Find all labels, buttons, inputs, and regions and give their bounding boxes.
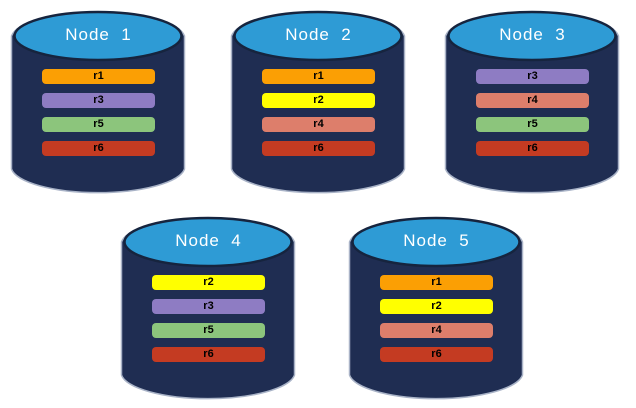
replica-label: r1 <box>93 70 104 82</box>
replica-label: r4 <box>313 118 324 130</box>
replica-list: r2 r3 r5 r6 <box>152 275 265 371</box>
replica-label: r1 <box>431 276 442 288</box>
cylinder-top <box>447 10 617 62</box>
replica-bar: r2 <box>380 299 493 314</box>
replica-bar: r4 <box>476 93 589 108</box>
replica-list: r3 r4 r5 r6 <box>476 69 589 165</box>
replica-bar: r5 <box>152 323 265 338</box>
database-node: Node 1 r1 r3 r5 r6 <box>10 9 187 197</box>
replica-label: r2 <box>203 276 214 288</box>
cylinder-top <box>233 10 403 62</box>
replica-bar: r6 <box>380 347 493 362</box>
node-title: Node 4 <box>175 231 242 250</box>
replica-bar: r3 <box>42 93 155 108</box>
replica-list: r1 r2 r4 r6 <box>380 275 493 371</box>
cylinder-top <box>123 216 293 268</box>
replica-list: r1 r2 r4 r6 <box>262 69 375 165</box>
replica-label: r5 <box>527 118 538 130</box>
replica-label: r2 <box>431 300 442 312</box>
replica-bar: r4 <box>262 117 375 132</box>
replica-bar: r6 <box>152 347 265 362</box>
cylinder-top <box>351 216 521 268</box>
replica-list: r1 r3 r5 r6 <box>42 69 155 165</box>
replica-bar: r1 <box>42 69 155 84</box>
database-node: Node 4 r2 r3 r5 r6 <box>120 215 297 403</box>
replica-label: r5 <box>203 324 214 336</box>
replica-bar: r2 <box>152 275 265 290</box>
replica-bar: r6 <box>476 141 589 156</box>
node-title: Node 3 <box>499 25 566 44</box>
node-title: Node 5 <box>403 231 470 250</box>
replica-bar: r1 <box>262 69 375 84</box>
cylinder-top <box>13 10 183 62</box>
replica-label: r1 <box>313 70 324 82</box>
replica-label: r2 <box>313 94 324 106</box>
replica-label: r3 <box>203 300 214 312</box>
replica-bar: r6 <box>42 141 155 156</box>
replica-bar: r3 <box>152 299 265 314</box>
replica-label: r5 <box>93 118 104 130</box>
replica-label: r6 <box>313 142 324 154</box>
replica-bar: r1 <box>380 275 493 290</box>
replica-label: r3 <box>93 94 104 106</box>
replica-label: r6 <box>527 142 538 154</box>
replica-label: r4 <box>527 94 538 106</box>
database-node: Node 2 r1 r2 r4 r6 <box>230 9 407 197</box>
database-node: Node 5 r1 r2 r4 r6 <box>348 215 525 403</box>
database-node: Node 3 r3 r4 r5 r6 <box>444 9 621 197</box>
replica-bar: r6 <box>262 141 375 156</box>
node-title: Node 1 <box>65 25 132 44</box>
replica-bar: r2 <box>262 93 375 108</box>
replica-label: r6 <box>93 142 104 154</box>
replica-bar: r3 <box>476 69 589 84</box>
replica-bar: r4 <box>380 323 493 338</box>
node-title: Node 2 <box>285 25 352 44</box>
replica-label: r4 <box>431 324 442 336</box>
replica-label: r6 <box>203 348 214 360</box>
replica-bar: r5 <box>42 117 155 132</box>
replica-bar: r5 <box>476 117 589 132</box>
replica-label: r3 <box>527 70 538 82</box>
replica-label: r6 <box>431 348 442 360</box>
